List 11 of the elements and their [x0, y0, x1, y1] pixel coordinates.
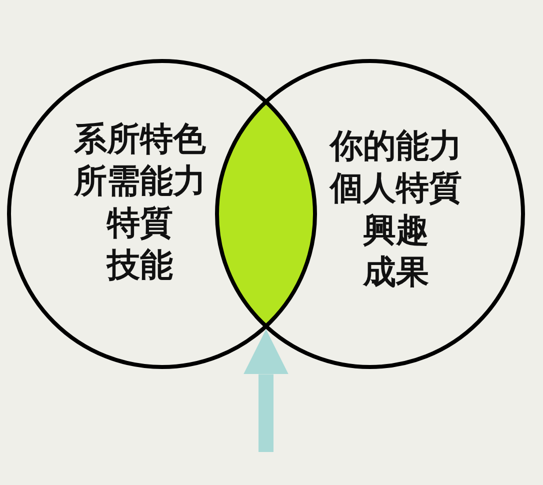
circle-text: 特質: [106, 203, 174, 243]
venn-circle: [214, 58, 526, 370]
circle-text: 成果: [362, 252, 430, 292]
venn-circle: [6, 58, 318, 370]
circle-text: 所需能力: [72, 161, 207, 201]
circle-text: 個人特質: [328, 168, 463, 208]
circle-text: 你的能力: [328, 126, 463, 166]
arrow: [244, 329, 288, 452]
circle-text: 技能: [105, 245, 174, 285]
circle-text: 系所特色: [72, 119, 207, 159]
circle-text: 興趣: [362, 210, 430, 250]
